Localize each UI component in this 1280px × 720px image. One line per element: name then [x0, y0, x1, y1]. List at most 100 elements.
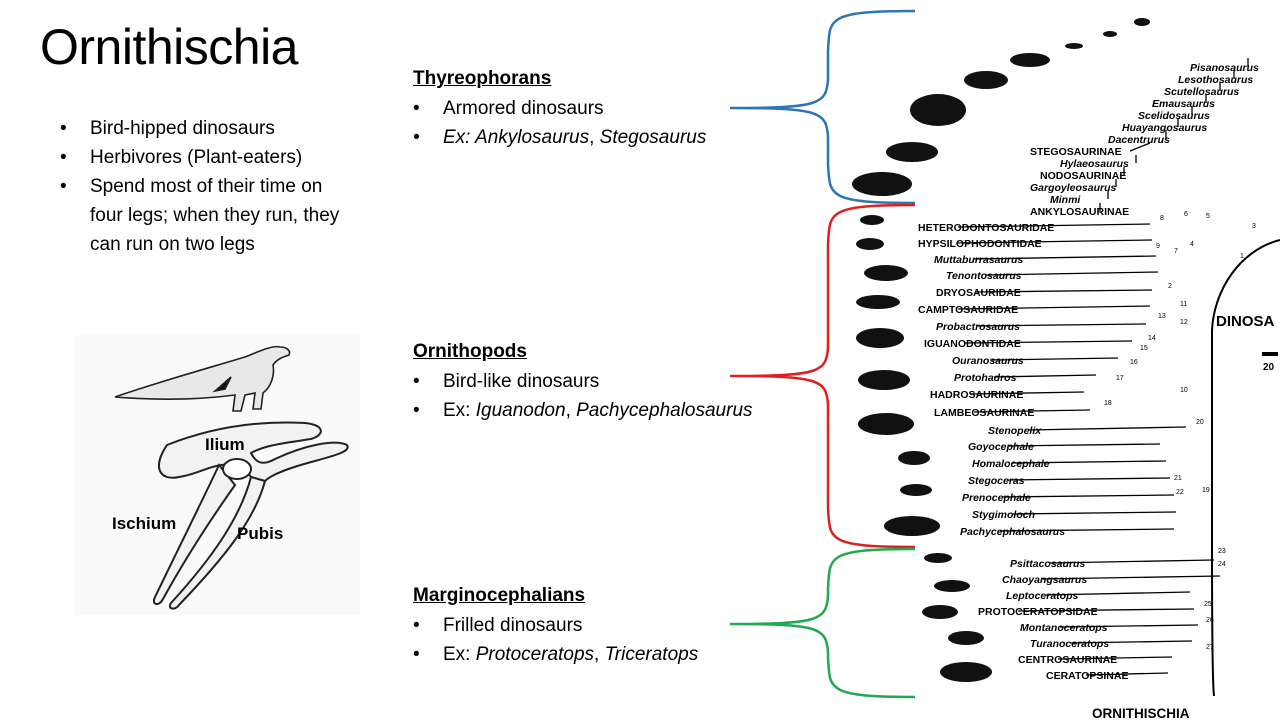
- node-number: 25: [1204, 601, 1212, 608]
- branch-14: [957, 223, 1151, 228]
- example-pachycephalosaurus: Pachycephalosaurus: [576, 400, 753, 421]
- marginocephalians-heading: Marginocephalians: [413, 585, 586, 606]
- node-number: 7: [1174, 248, 1178, 255]
- branch-40: [1085, 672, 1169, 676]
- taxon-label: Lesothosaurus: [1178, 74, 1253, 86]
- taxon-label: Tenontosaurus: [946, 270, 1022, 282]
- taxon-label: NODOSAURINAE: [1040, 170, 1126, 182]
- branch-24: [969, 391, 1085, 395]
- node-number: 22: [1176, 489, 1184, 496]
- branch-19: [957, 305, 1151, 310]
- taxon-label: Gargoyleosaurus: [1030, 182, 1117, 194]
- taxon-label: DRYOSAURIDAE: [936, 287, 1021, 299]
- thyreophorans-examples: Ex: Ankylosaurus, Stegosaurus: [413, 123, 706, 152]
- marginocephalians-section: Marginocephalians Frilled dinosaurs Ex: …: [413, 583, 698, 669]
- example-prefix: Ex:: [443, 127, 476, 148]
- ornithischian-pelvis-figure: Ilium Ischium Pubis: [75, 335, 360, 615]
- taxon-label: Stegoceras: [968, 475, 1025, 487]
- branch-22: [991, 357, 1119, 361]
- thyreophorans-bracket: [729, 9, 916, 205]
- example-prefix: Ex:: [443, 400, 476, 421]
- dinosaur-silhouette-2-icon: [1103, 31, 1117, 37]
- dinosaur-silhouette-23-icon: [940, 662, 992, 682]
- dinosaur-silhouette-10-icon: [856, 238, 884, 250]
- taxon-label: Psittacosaurus: [1010, 558, 1085, 570]
- taxon-label: ANKYLOSAURINAE: [1030, 206, 1129, 218]
- taxon-label: Muttaburrasaurus: [934, 254, 1023, 266]
- cladogram-branches: [957, 58, 1280, 697]
- example-ankylosaurus: Ankylosaurus: [475, 127, 590, 148]
- dinosaur-silhouette-12-icon: [856, 295, 900, 309]
- branch-36: [1017, 608, 1195, 612]
- branch-38: [1069, 640, 1193, 644]
- branch-28: [1011, 460, 1167, 464]
- dinosaur-silhouette-18-icon: [884, 516, 940, 536]
- dinosaur-silhouette-21-icon: [922, 605, 958, 619]
- dinosaur-silhouette-9-icon: [860, 215, 884, 225]
- branch-31: [1011, 511, 1177, 515]
- node-number: 10: [1180, 387, 1188, 394]
- dinosaur-silhouettes: [852, 18, 1150, 682]
- scale-label: 20: [1263, 362, 1275, 373]
- trait-locomotion: Spend most of their time on four legs; w…: [60, 172, 350, 259]
- dinosaur-silhouette-14-icon: [858, 370, 910, 390]
- branch-18: [975, 289, 1153, 293]
- node-numbers: 1234567891011121314151617181920212223242…: [1104, 211, 1256, 651]
- group-brackets: [729, 9, 916, 699]
- node-number: 13: [1158, 313, 1166, 320]
- node-number: 16: [1130, 359, 1138, 366]
- dinosaur-silhouette-13-icon: [856, 328, 904, 348]
- node-number: 18: [1104, 400, 1112, 407]
- taxon-label: Prenocephale: [962, 492, 1031, 504]
- node-number: 15: [1140, 345, 1148, 352]
- marginocephalians-examples: Ex: Protoceratops, Triceratops: [413, 640, 698, 669]
- taxon-label: PROTOCERATOPSIDAE: [978, 606, 1098, 618]
- example-triceratops: Triceratops: [604, 644, 699, 665]
- taxon-label: Leptoceratops: [1006, 590, 1079, 602]
- thyreophorans-desc: Armored dinosaurs: [413, 94, 706, 123]
- branch-21: [963, 340, 1133, 344]
- taxon-label: Hylaeosaurus: [1060, 158, 1129, 170]
- branch-33: [1049, 559, 1215, 564]
- taxon-label: Chaoyangsaurus: [1002, 574, 1087, 586]
- node-number: 23: [1218, 548, 1226, 555]
- dinosauria-label: DINOSA: [1216, 313, 1275, 330]
- branch-29: [1007, 477, 1171, 481]
- dinosaur-silhouette-15-icon: [858, 413, 914, 435]
- taxon-label: Pachycephalosaurus: [960, 526, 1065, 538]
- ornithopods-section: Ornithopods Bird-like dinosaurs Ex: Igua…: [413, 339, 753, 425]
- branch-35: [1045, 591, 1191, 596]
- taxon-label: Goyocephale: [968, 441, 1034, 453]
- example-prefix: Ex:: [443, 644, 476, 665]
- pubis-label: Pubis: [237, 524, 283, 543]
- example-iguanodon: Iguanodon: [475, 400, 566, 421]
- main-spine: [1211, 239, 1280, 697]
- node-number: 24: [1218, 561, 1226, 568]
- example-separator: ,: [589, 127, 600, 148]
- ornithopods-bracket: [729, 203, 916, 549]
- taxon-label: Homalocephale: [972, 458, 1050, 470]
- dinosaur-silhouette-19-icon: [924, 553, 952, 563]
- dinosaur-silhouette-7-icon: [886, 142, 938, 162]
- taxon-label: Pisanosaurus: [1190, 62, 1259, 74]
- taxon-label: Dacentrurus: [1108, 134, 1170, 146]
- dinosaur-silhouette-icon: [114, 345, 291, 412]
- taxon-label: Emausaurus: [1152, 98, 1215, 110]
- thyreophorans-heading: Thyreophorans: [413, 68, 552, 89]
- node-number: 5: [1206, 213, 1210, 220]
- trait-herbivores: Herbivores (Plant-eaters): [60, 143, 350, 172]
- branch-17: [985, 271, 1159, 276]
- taxon-label: Huayangosaurus: [1122, 122, 1207, 134]
- example-protoceratops: Protoceratops: [475, 644, 595, 665]
- marginocephalians-bracket: [729, 547, 916, 699]
- dinosaur-silhouette-16-icon: [898, 451, 930, 465]
- taxon-label: HADROSAURINAE: [930, 389, 1023, 401]
- example-stegosaurus: Stegosaurus: [599, 127, 707, 148]
- node-number: 1: [1240, 253, 1244, 260]
- branch-30: [1001, 494, 1175, 498]
- branch-32: [999, 528, 1175, 532]
- branch-25: [973, 409, 1091, 413]
- taxon-label: HETERODONTOSAURIDAE: [918, 222, 1054, 234]
- branch-8: [1129, 142, 1151, 152]
